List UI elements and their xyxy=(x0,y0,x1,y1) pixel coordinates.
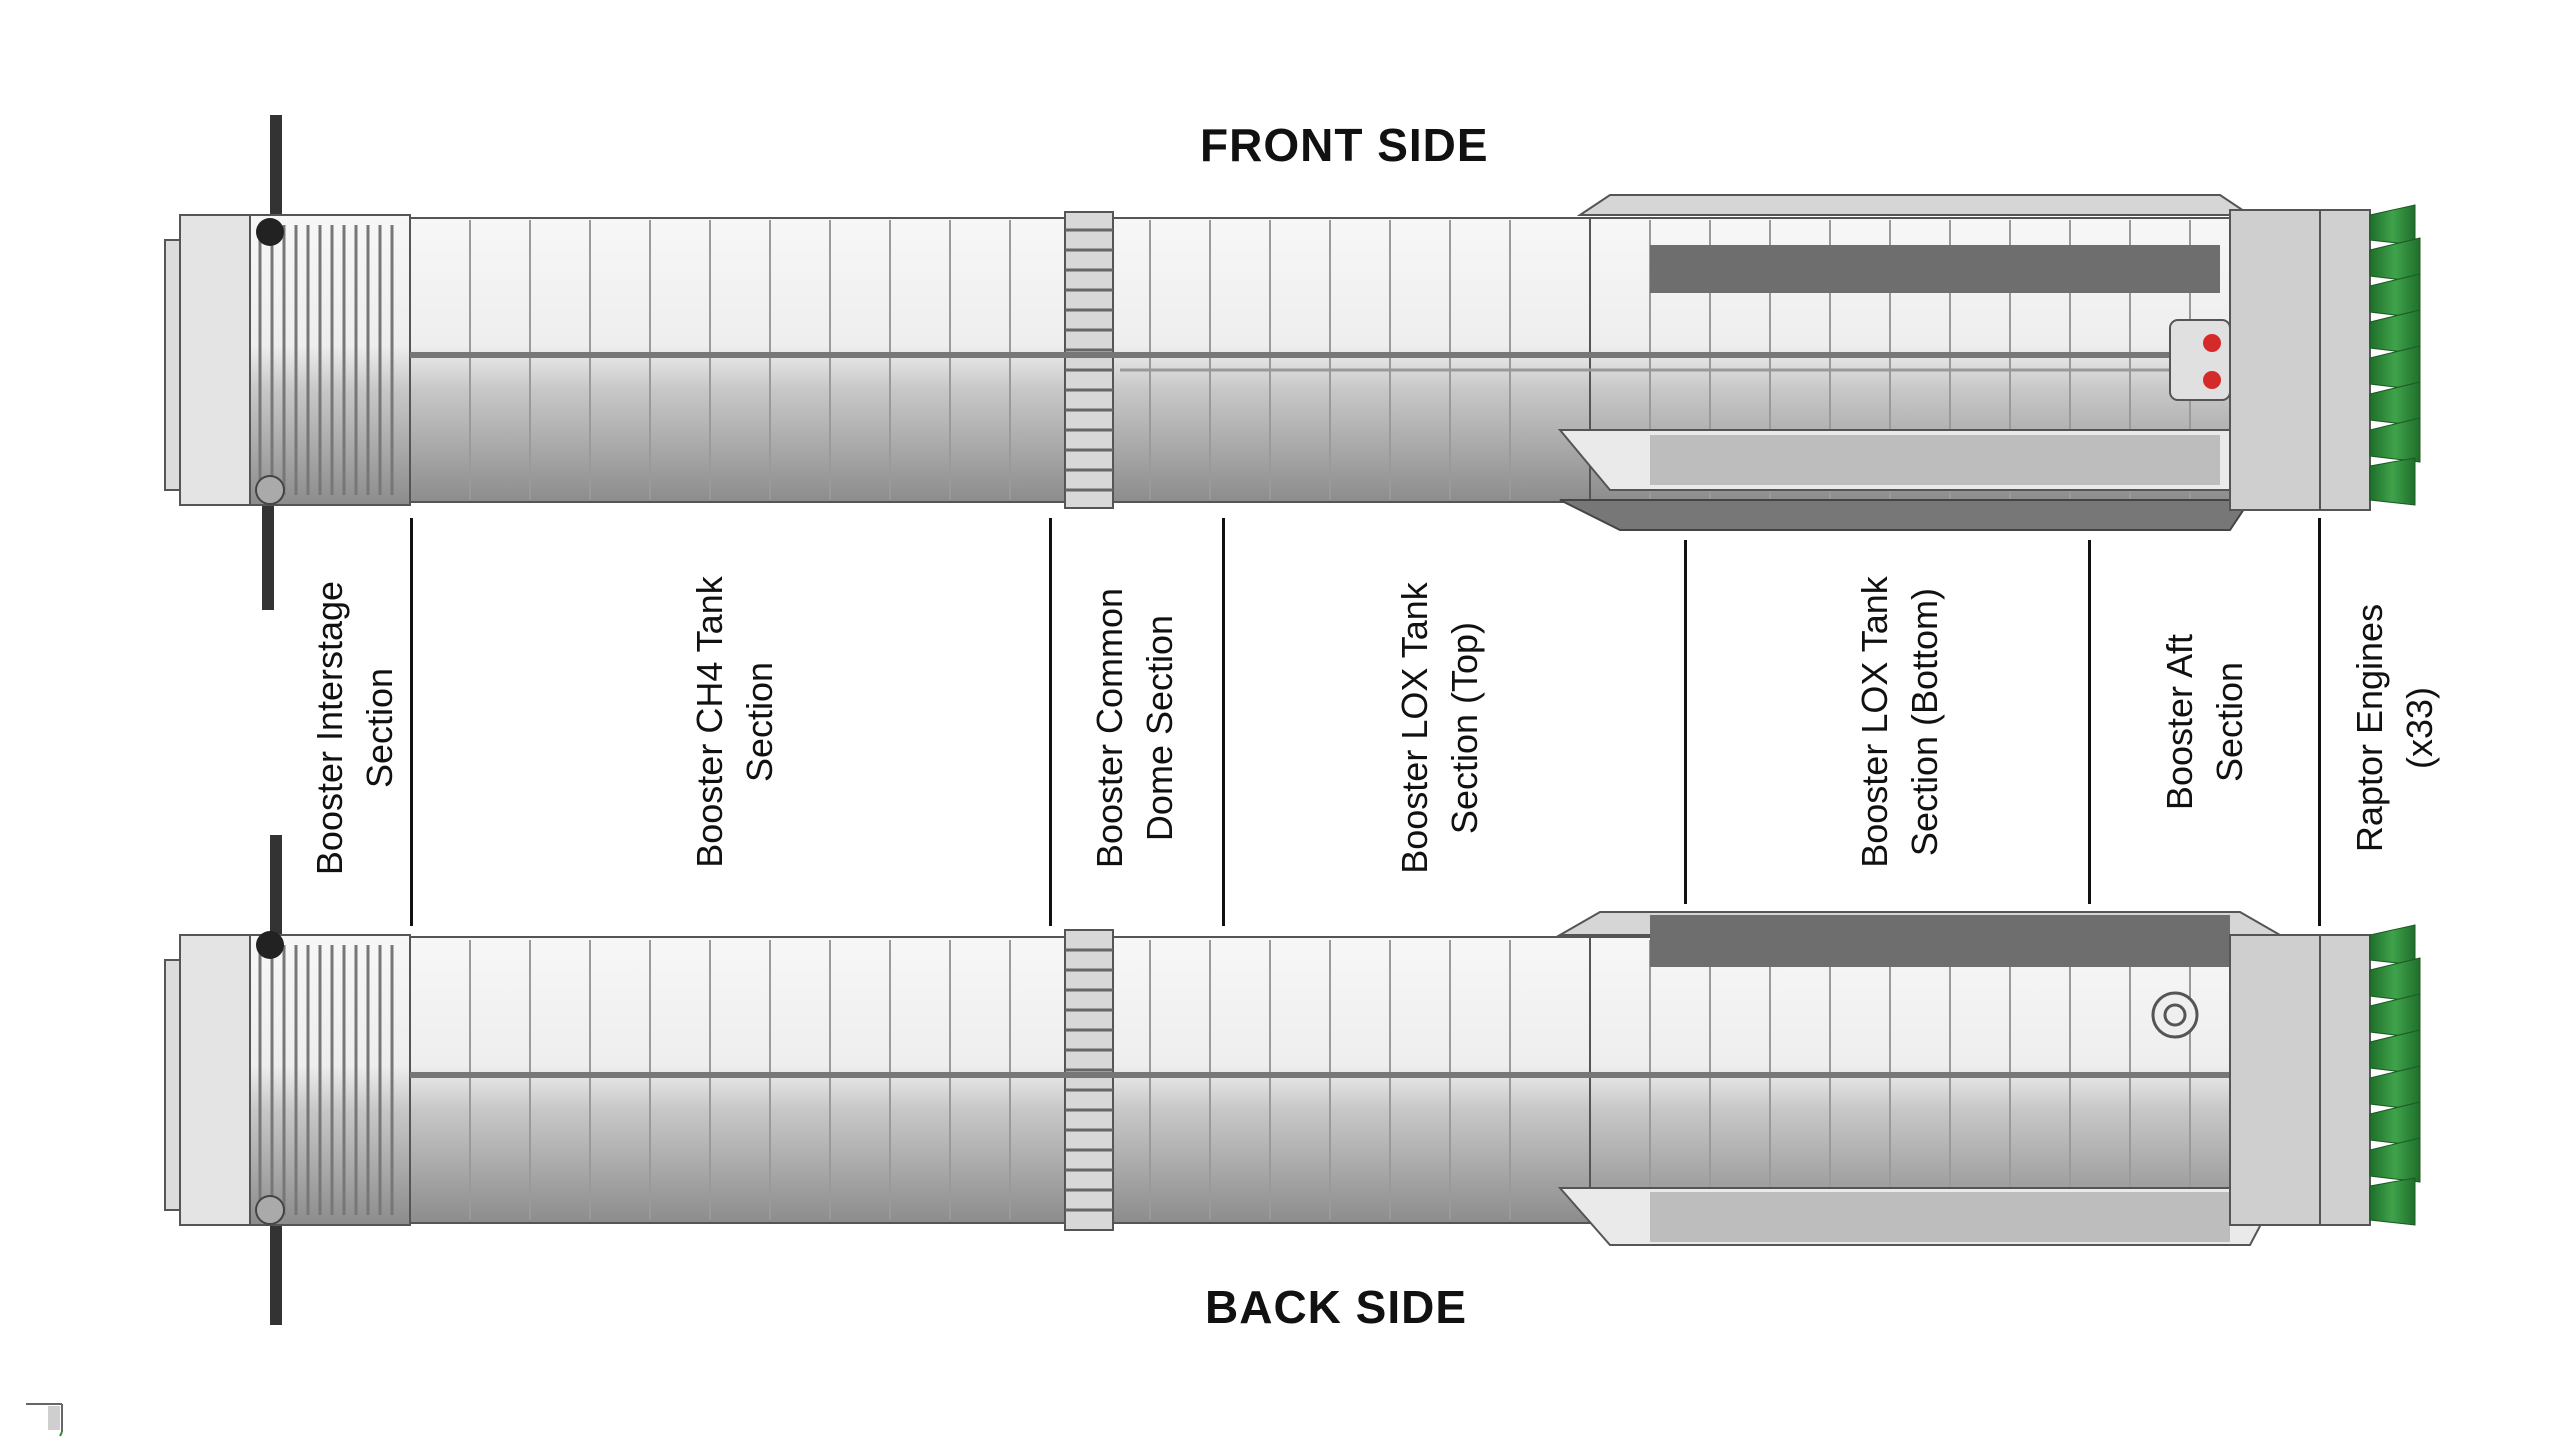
label-aft-line2: Section xyxy=(2209,661,2250,783)
label-interstage-line1: Booster Interstage xyxy=(309,580,350,876)
divider-aft-engines xyxy=(2318,518,2321,926)
label-aft-line1: Booster Aft xyxy=(2159,633,2200,811)
label-loxtop-line1: Booster LOX Tank xyxy=(1394,582,1435,874)
label-loxbottom-line2: Section (Bottom) xyxy=(1904,587,1945,857)
label-common-line2: Dome Section xyxy=(1139,614,1180,842)
divider-loxbottom-aft xyxy=(2088,540,2091,904)
divider-loxtop-loxbottom xyxy=(1684,540,1687,904)
label-loxbottom-line1: Booster LOX Tank xyxy=(1854,576,1895,868)
label-ch4-line1: Booster CH4 Tank xyxy=(689,576,730,868)
divider-ch4-common xyxy=(1049,518,1052,926)
label-ch4-line2: Section xyxy=(739,661,780,783)
label-interstage-line2: Section xyxy=(359,667,400,789)
axis-triad-icon xyxy=(26,1403,63,1437)
booster-front-view xyxy=(164,115,2421,610)
divider-common-loxtop xyxy=(1222,518,1225,926)
label-engines-line1: Raptor Engines xyxy=(2349,603,2390,853)
divider-interstage-ch4 xyxy=(410,518,413,926)
front-side-title: FRONT SIDE xyxy=(1200,119,1489,171)
booster-back-view xyxy=(164,835,2421,1325)
label-common-line1: Booster Common xyxy=(1089,587,1130,869)
label-loxtop-line2: Section (Top) xyxy=(1444,621,1485,835)
label-engines-line2: (x33) xyxy=(2399,686,2440,770)
back-side-title: BACK SIDE xyxy=(1205,1281,1468,1333)
